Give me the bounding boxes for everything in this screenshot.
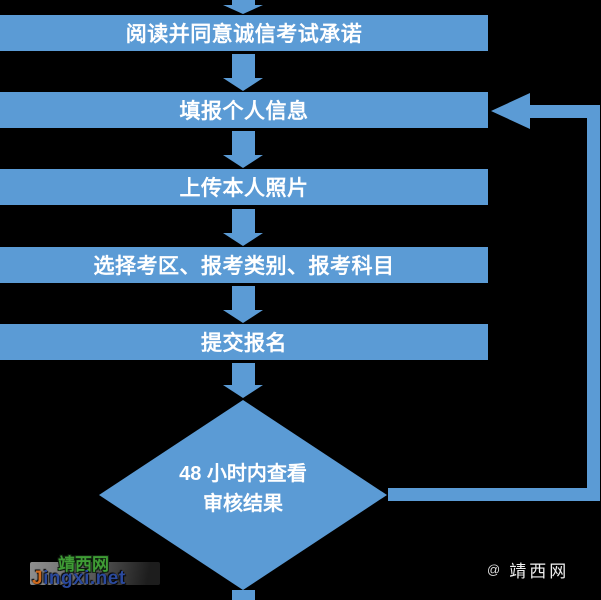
watermark-latin-initial: J — [32, 568, 44, 589]
connector-arrow-1-stem — [232, 54, 255, 78]
step-box-upload-photo: 上传本人照片 — [0, 169, 488, 205]
watermark-background-bar — [30, 562, 160, 585]
connector-arrow-5-stem — [232, 363, 255, 385]
connector-arrow-5-head-icon — [223, 385, 263, 398]
loop-connector-vertical — [587, 105, 600, 501]
step-box-submit-registration: 提交报名 — [0, 324, 488, 360]
connector-arrow-1-head-icon — [223, 78, 263, 91]
watermark-credit-text: 靖西网 — [509, 562, 570, 581]
decision-label-line2: 审核结果 — [203, 493, 283, 515]
connector-arrow-3-stem — [232, 209, 255, 233]
loop-connector-horizontal-top — [530, 105, 600, 118]
loop-connector-horizontal-bottom — [388, 488, 600, 501]
connector-bottom-stem — [232, 590, 255, 600]
decision-label-line1: 48 小时内查看 — [179, 463, 307, 485]
connector-arrow-4-head-icon — [223, 310, 263, 323]
step-label: 选择考区、报考类别、报考科目 — [93, 255, 395, 278]
watermark-site-name-cn: 靖西网 — [58, 555, 109, 574]
step-label: 上传本人照片 — [179, 177, 309, 200]
connector-arrow-top-stem — [232, 0, 255, 5]
step-label: 阅读并同意诚信考试承诺 — [125, 23, 363, 46]
connector-arrow-4-stem — [232, 286, 255, 310]
watermark-site-name-latin: Jingxi.net — [32, 568, 126, 590]
step-box-fill-personal-info: 填报个人信息 — [0, 92, 488, 128]
watermark-credit: @ 靖西网 — [487, 557, 569, 582]
loop-arrowhead-left-icon — [491, 93, 530, 129]
connector-arrow-top-head-icon — [223, 5, 263, 14]
step-label: 填报个人信息 — [179, 100, 309, 123]
watermark-latin-rest: ingxi.net — [43, 568, 126, 589]
step-label: 提交报名 — [201, 332, 287, 355]
at-symbol-icon: @ — [487, 562, 501, 577]
step-box-select-exam-options: 选择考区、报考类别、报考科目 — [0, 247, 488, 283]
step-box-read-agreement: 阅读并同意诚信考试承诺 — [0, 15, 488, 51]
connector-arrow-3-head-icon — [223, 233, 263, 246]
connector-arrow-2-head-icon — [223, 155, 263, 168]
connector-arrow-2-stem — [232, 131, 255, 155]
